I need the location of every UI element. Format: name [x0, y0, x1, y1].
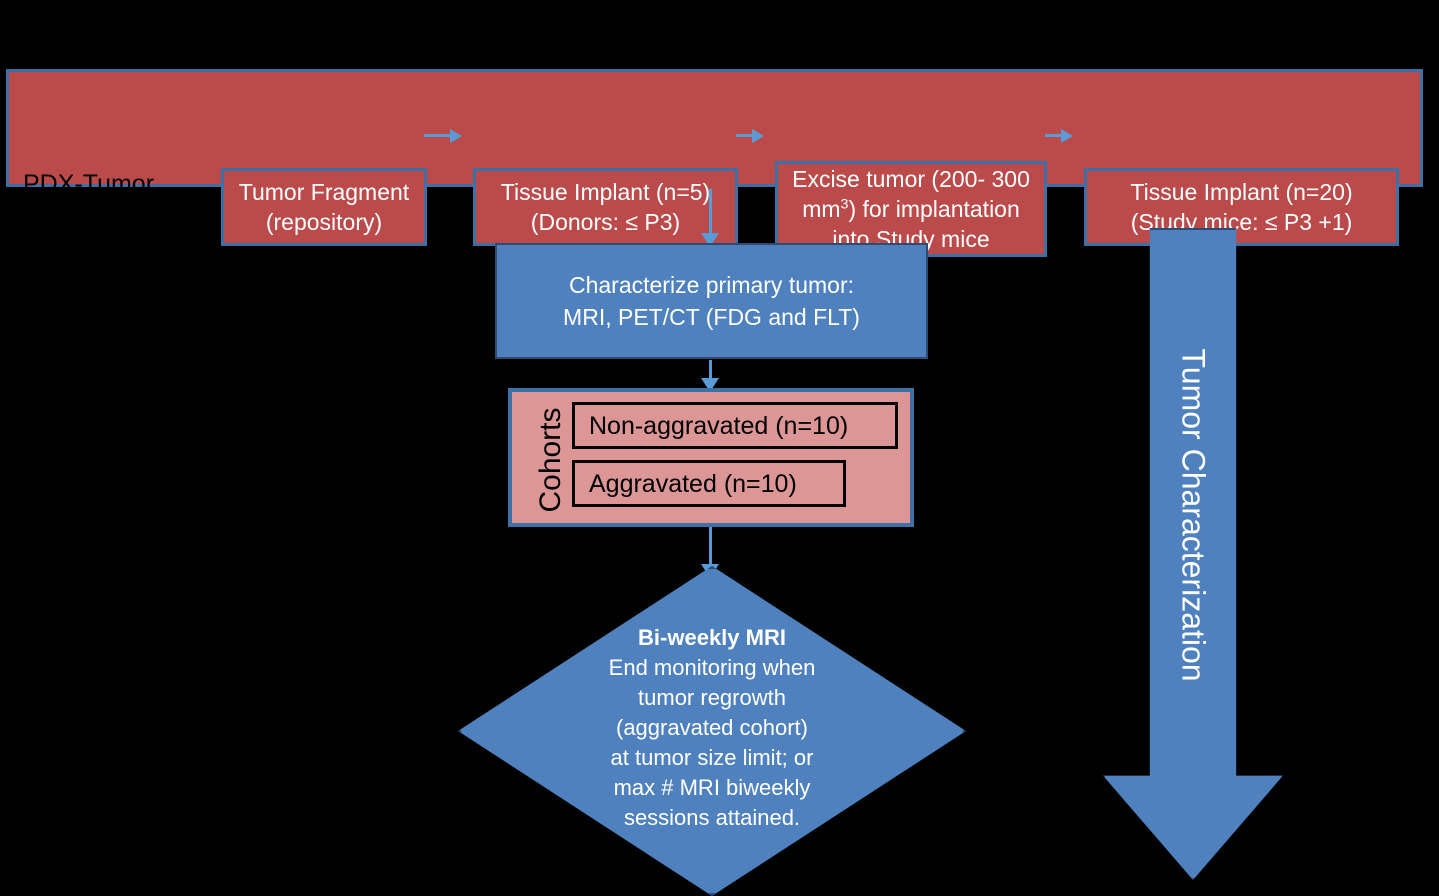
arrow-fragment-to-implant-icon: [424, 129, 462, 143]
box-tumor-fragment-line1: Tumor Fragment: [238, 179, 410, 205]
cohorts-container: Cohorts Non-aggravated (n=10) Aggravated…: [508, 388, 914, 527]
arrow-cohorts-to-diamond-icon: [701, 527, 719, 578]
arrow-excise-to-study-implant-icon: [1045, 129, 1073, 143]
pdx-tumor-development-banner: PDX-Tumor Development Tumor Fragment (re…: [6, 69, 1423, 257]
box-characterize-text: Characterize primary tumor: MRI, PET/CT …: [563, 269, 860, 333]
box-tumor-fragment-line2: (repository): [265, 209, 383, 235]
box-tissue-implant-donors-line1: Tissue Implant (n=5): [500, 179, 711, 205]
banner-title: PDX-Tumor Development: [23, 170, 171, 231]
box-excise-tumor-line1: Excise tumor (200- 300: [792, 166, 1030, 192]
diamond-header: Bi-weekly MRI: [638, 625, 786, 650]
box-excise-tumor-line2b: ) for implantation: [848, 196, 1020, 222]
diamond-line-5: max # MRI biweekly: [613, 775, 811, 800]
diamond-line-4: at tumor size limit; or: [610, 745, 814, 770]
cohort-non-aggravated: Non-aggravated (n=10): [572, 402, 898, 449]
box-characterize-primary-tumor: Characterize primary tumor: MRI, PET/CT …: [495, 243, 928, 359]
box-excise-tumor-superscript: 3: [840, 196, 849, 213]
tumor-characterization-label: Tumor Characterization: [1175, 348, 1212, 682]
box-tissue-implant-study: Tissue Implant (n=20) (Study mice: ≤ P3 …: [1084, 168, 1399, 246]
cohort-non-aggravated-label: Non-aggravated (n=10): [589, 411, 849, 440]
tumor-characterization-arrow: Tumor Characterization: [1103, 228, 1283, 880]
diamond-line-1: End monitoring when: [608, 655, 816, 680]
diamond-line-3: (aggravated cohort): [616, 715, 808, 740]
diamond-line-6: sessions attained.: [623, 805, 801, 830]
box-characterize-line2: MRI, PET/CT (FDG and FLT): [563, 304, 860, 330]
arrow-banner-to-characterize-icon: [701, 189, 719, 247]
box-tissue-implant-donors-text: Tissue Implant (n=5) (Donors: ≤ P3): [501, 177, 710, 237]
cohort-aggravated-label: Aggravated (n=10): [589, 469, 797, 498]
box-tumor-fragment-text: Tumor Fragment (repository): [239, 177, 409, 237]
cohort-aggravated: Aggravated (n=10): [572, 460, 846, 507]
cohorts-label: Cohorts: [534, 407, 567, 513]
diamond-text: Bi-weekly MRI End monitoring when tumor …: [458, 623, 966, 833]
arrow-characterize-to-cohorts-icon: [701, 360, 719, 392]
diamond-bi-weekly-mri: Bi-weekly MRI End monitoring when tumor …: [458, 566, 966, 896]
arrow-implant-to-excise-icon: [736, 129, 764, 143]
box-tissue-implant-donors: Tissue Implant (n=5) (Donors: ≤ P3): [473, 168, 738, 246]
box-tumor-fragment: Tumor Fragment (repository): [221, 168, 427, 246]
box-excise-tumor: Excise tumor (200- 300 mm3) for implanta…: [775, 161, 1047, 257]
box-tissue-implant-study-line1: Tissue Implant (n=20): [1130, 179, 1353, 205]
box-characterize-line1: Characterize primary tumor:: [568, 272, 855, 298]
box-excise-tumor-line2a: mm: [802, 196, 841, 222]
box-excise-tumor-text: Excise tumor (200- 300 mm3) for implanta…: [792, 164, 1030, 254]
diamond-line-2: tumor regrowth: [638, 685, 786, 710]
box-tissue-implant-donors-line2: (Donors: ≤ P3): [530, 209, 681, 235]
